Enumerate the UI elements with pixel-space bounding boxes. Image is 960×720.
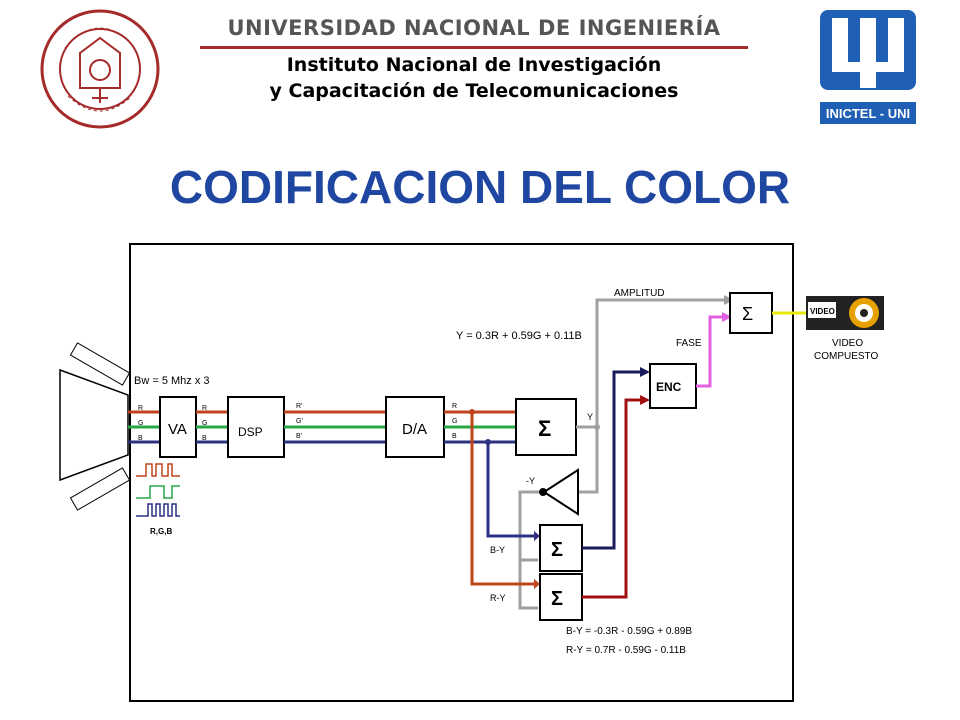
university-name: UNIVERSIDAD NACIONAL DE INGENIERÍA xyxy=(227,16,721,40)
da-label: D/A xyxy=(402,421,427,438)
video-label-2: COMPUESTO xyxy=(814,351,878,362)
inverter-triangle xyxy=(542,468,579,516)
dsp-label: DSP xyxy=(238,425,263,439)
institute-name: Instituto Nacional de Investigación y Ca… xyxy=(200,52,748,104)
university-seal-logo xyxy=(40,9,160,129)
inictel-logo: INICTEL - UNI xyxy=(820,10,916,124)
by-input-label: B-Y xyxy=(490,545,505,555)
va-r-label: R xyxy=(202,405,207,412)
ry-sum-symbol: Σ xyxy=(551,588,563,610)
camera-lens-icon xyxy=(59,342,131,511)
inictel-logo-text: INICTEL - UNI xyxy=(826,106,910,121)
input-b-label: B xyxy=(138,435,143,442)
video-connector-icon: VIDEO xyxy=(806,296,884,330)
va-label: VA xyxy=(168,421,187,438)
luma-sum-symbol: Σ xyxy=(538,416,551,441)
neg-y-label: -Y xyxy=(526,476,535,486)
diagram-frame xyxy=(129,243,794,702)
va-g-label: G xyxy=(202,420,207,427)
institute-line-2: y Capacitación de Telecomunicaciones xyxy=(269,80,679,102)
by-equation: B-Y = -0.3R - 0.59G + 0.89B xyxy=(566,626,692,637)
video-plug-text: VIDEO xyxy=(810,307,835,316)
by-sum-symbol: Σ xyxy=(551,539,563,561)
rgb-waveform-icon xyxy=(136,463,180,517)
encoder-label: ENC xyxy=(656,380,682,394)
y-output-label: Y xyxy=(587,412,593,422)
input-g-label: G xyxy=(138,420,143,427)
va-block xyxy=(159,396,197,458)
bandwidth-label: Bw = 5 Mhz x 3 xyxy=(134,375,210,387)
ry-equation: R-Y = 0.7R - 0.59G - 0.11B xyxy=(566,645,686,656)
dsp-r-label: R' xyxy=(296,403,302,410)
ry-input-label: R-Y xyxy=(490,593,506,603)
waveform-label: R,G,B xyxy=(150,527,172,536)
page-title: CODIFICACION DEL COLOR xyxy=(169,161,791,213)
by-sum-block xyxy=(539,524,583,572)
institute-line-1: Instituto Nacional de Investigación xyxy=(286,54,662,76)
header-divider xyxy=(200,46,748,49)
final-sum-symbol: Σ xyxy=(742,304,753,324)
y-equation: Y = 0.3R + 0.59G + 0.11B xyxy=(456,330,582,342)
da-block xyxy=(385,396,445,458)
video-label-1: VIDEO xyxy=(832,338,863,349)
da-b-label: B xyxy=(452,433,457,440)
va-b-label: B xyxy=(202,435,207,442)
dsp-g-label: G' xyxy=(296,418,303,425)
fase-label: FASE xyxy=(676,338,702,349)
da-r-label: R xyxy=(452,403,457,410)
amplitud-label: AMPLITUD xyxy=(614,288,665,299)
da-g-label: G xyxy=(452,418,457,425)
input-r-label: R xyxy=(138,405,143,412)
dsp-b-label: B' xyxy=(296,433,302,440)
